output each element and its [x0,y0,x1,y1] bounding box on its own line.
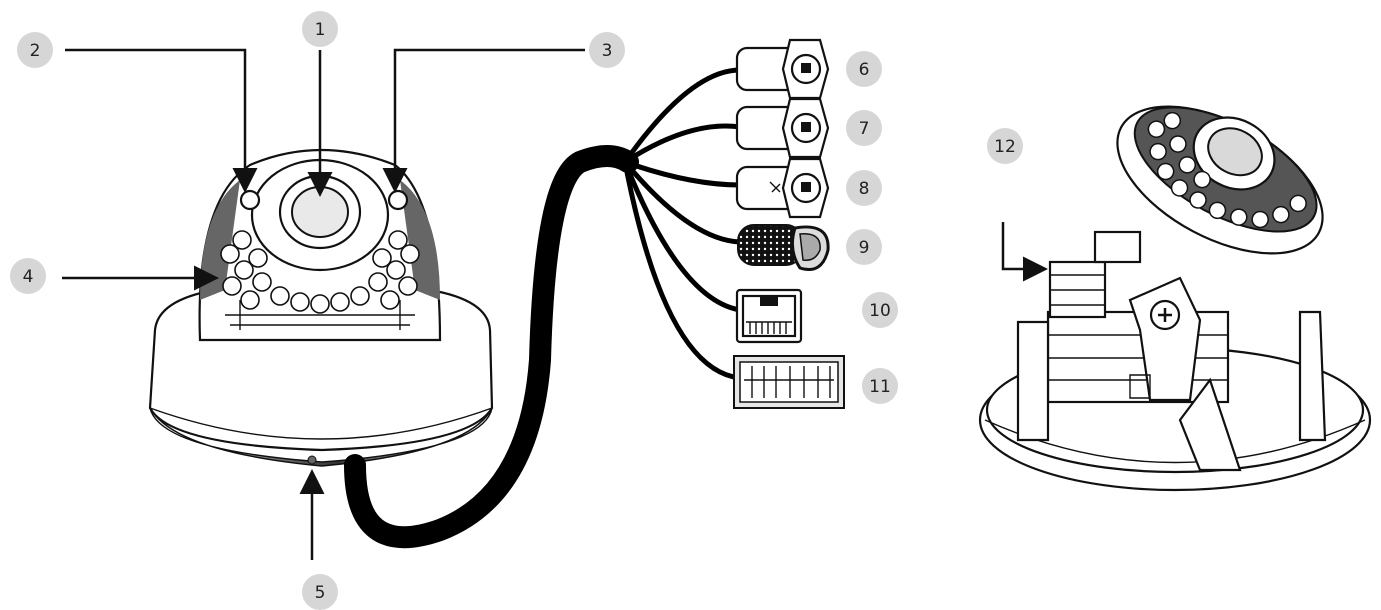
svg-text:5: 5 [315,583,326,603]
svg-text:7: 7 [859,119,870,139]
svg-text:12: 12 [994,137,1016,157]
callout-4: 4 [10,258,46,294]
bnc-connector-6 [737,40,828,98]
svg-text:1: 1 [315,20,326,40]
dome-camera [150,150,492,466]
svg-text:11: 11 [869,377,891,397]
svg-text:3: 3 [602,41,613,61]
callout-5: 5 [302,574,338,610]
mic-sensor [389,191,407,209]
callout-8: 8 [846,170,882,206]
callout-11: 11 [862,368,898,404]
svg-text:4: 4 [23,267,34,287]
callout-6: 6 [846,51,882,87]
svg-text:9: 9 [859,238,870,258]
callout-7: 7 [846,110,882,146]
rj45-connector-10 [737,290,801,342]
callout-2: 2 [17,32,53,68]
bnc-connector-8 [737,159,828,217]
callout-1: 1 [302,11,338,47]
power-connector-9 [738,225,828,270]
svg-text:6: 6 [859,60,870,80]
cutaway-camera [980,71,1370,490]
svg-text:8: 8 [859,179,870,199]
bnc-connector-7 [737,99,828,157]
terminal-block-11 [734,356,844,408]
svg-text:10: 10 [869,301,891,321]
callout-12: 12 [987,128,1023,164]
wire-harness [625,70,740,378]
light-sensor [241,191,259,209]
reset-hole [308,456,316,464]
callout-10: 10 [862,292,898,328]
callout-3: 3 [589,32,625,68]
callout-9: 9 [846,229,882,265]
svg-text:2: 2 [30,41,41,61]
